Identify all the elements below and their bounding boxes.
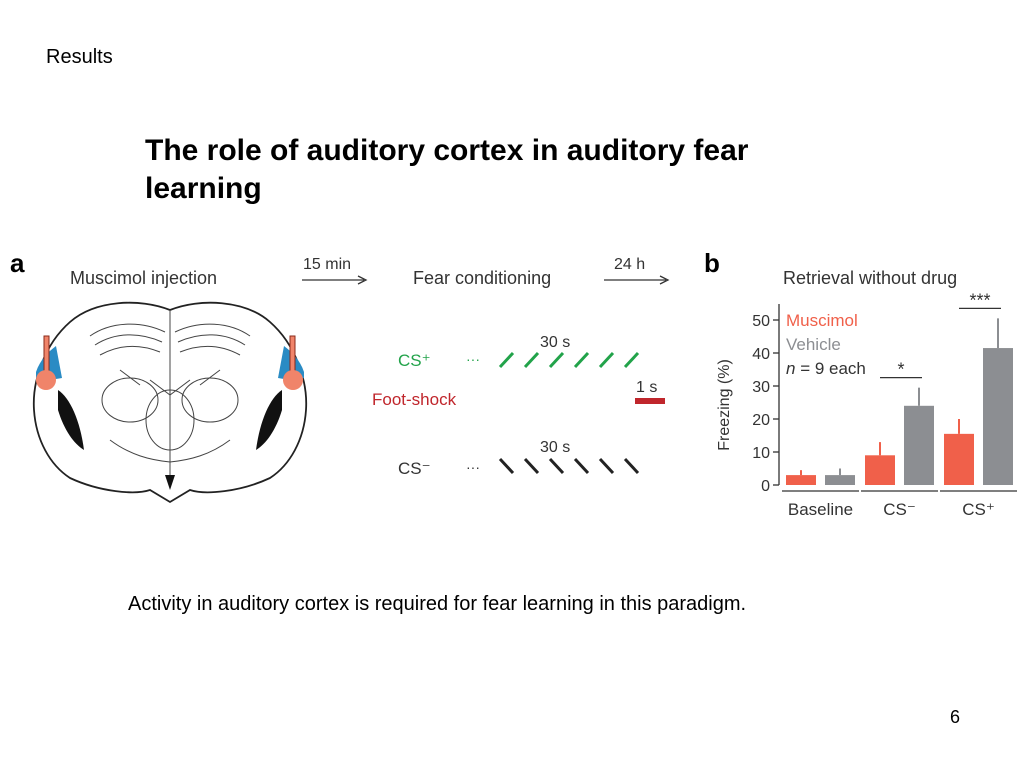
section-label: Results [46,46,113,68]
cs-minus-tone-series [498,457,640,475]
cs-plus-tone-tick [623,351,640,369]
bar-muscimol-1 [865,455,895,485]
x-category-label: CS⁺ [962,500,995,519]
cs-plus-tone-tick [523,351,540,369]
cs-minus-tone-tick [623,457,640,475]
cs-plus-tone-tick [573,351,590,369]
cs-plus-tone-tick [548,351,565,369]
n-symbol: n [786,359,795,378]
x-category-label: Baseline [788,500,853,519]
significance-marker: * [897,360,904,380]
cs-plus-duration: 30 s [540,334,570,351]
slide-title: The role of auditory cortex in auditory … [145,134,749,205]
arrow1-label: 15 min [303,256,351,273]
arrow-icon [302,275,368,285]
cs-minus-label: CS⁻ [398,459,431,478]
cs-plus-ellipsis: ··· [466,351,480,367]
y-tick-label: 10 [752,445,770,462]
bar-vehicle-2 [983,348,1013,485]
cs-plus-tone-tick [598,351,615,369]
cs-plus-tone-tick [498,351,515,369]
bar-muscimol-0 [786,475,816,485]
cs-minus-duration: 30 s [540,439,570,456]
legend-n-note: n = 9 each [786,359,866,378]
cs-minus-tone-tick [523,457,540,475]
y-tick-label: 40 [752,346,770,363]
panel-b-letter: b [704,248,720,278]
x-category-label: CS⁻ [883,500,916,519]
bar-muscimol-2 [944,433,974,485]
y-axis-label: Freezing (%) [716,359,733,451]
cs-minus-tone-tick [573,457,590,475]
y-tick-label: 0 [761,478,770,495]
arrow-icon [604,275,670,285]
arrow2-label: 24 h [614,256,645,273]
bar-vehicle-1 [904,405,934,485]
cs-plus-tone-series [498,351,640,369]
cs-minus-tone-tick [598,457,615,475]
foot-shock-label: Foot-shock [372,390,457,409]
step-muscimol-injection: Muscimol injection [70,268,217,288]
injection-cannula-left-icon [36,335,56,390]
foot-shock-bar [635,398,665,404]
cs-minus-tone-tick [498,457,515,475]
y-tick-label: 20 [752,412,770,429]
slide-caption: Activity in auditory cortex is required … [128,593,747,615]
chart-title: Retrieval without drug [783,268,957,288]
panel-a-letter: a [10,248,25,278]
cs-minus-ellipsis: ··· [466,459,480,475]
y-tick-label: 30 [752,379,770,396]
brain-section-icon [32,301,308,504]
legend-muscimol: Muscimol [786,311,858,330]
y-tick-label: 50 [752,313,770,330]
shock-duration: 1 s [636,379,657,396]
page-number: 6 [950,707,961,727]
cs-minus-tone-tick [548,457,565,475]
bar-vehicle-0 [825,475,855,485]
significance-marker: *** [969,290,990,310]
legend-vehicle: Vehicle [786,335,841,354]
injection-cannula-right-icon [283,335,303,390]
figure: a Muscimol injection 15 min Fear conditi… [10,248,1017,519]
step-fear-conditioning: Fear conditioning [413,268,551,288]
n-count: = 9 each [795,359,865,378]
cs-plus-label: CS⁺ [398,351,431,370]
